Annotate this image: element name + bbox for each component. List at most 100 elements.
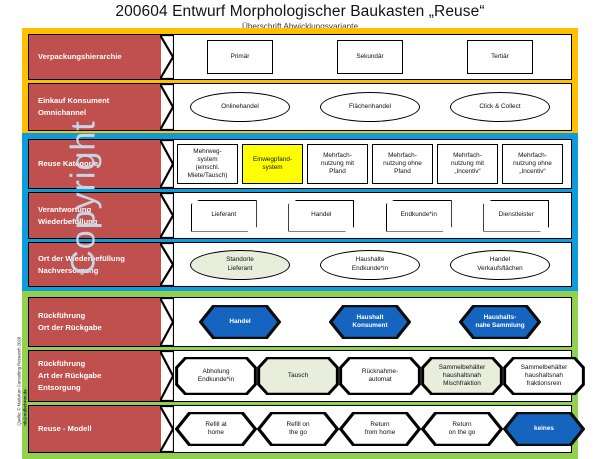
row-label-line: Omnichannel — [38, 108, 87, 117]
source-credit-line1: Quelle: © NuduKon Consulting Research 20… — [16, 336, 22, 426]
chevron-notch-icon — [160, 193, 174, 238]
node-label: Click & Collect — [479, 102, 521, 110]
diagram-node[interactable]: keines — [503, 412, 585, 446]
row-label-line: Reuse Kategorie — [38, 159, 98, 168]
diagram-node[interactable]: Handel — [288, 199, 355, 232]
node-label: keines — [534, 424, 554, 432]
node-label: Lieferant — [211, 211, 237, 219]
row-label-line: Verpackungshierarchie — [38, 52, 122, 61]
diagram-node[interactable]: Primär — [207, 40, 273, 74]
diagram-node[interactable]: Tertiär — [467, 40, 533, 74]
diagram-node[interactable]: Einwegpfand-system — [242, 144, 303, 184]
node-label: Rücknahme-automat — [361, 367, 399, 383]
node-label: Sekundär — [356, 52, 384, 60]
row-label-line: Art der Rückgabe — [38, 371, 102, 380]
group-blue: Reuse Kategorie Mehrweg-system(einschl.Mi… — [22, 133, 578, 293]
row-label-line: Einkauf Konsument — [38, 96, 110, 105]
row-label-line: Ort der Rückgabe — [38, 323, 102, 332]
diagram-node[interactable]: Mehrfach-nutzung mit„Incentiv“ — [437, 144, 498, 184]
node-label: Primär — [230, 52, 250, 60]
node-label: Tausch — [287, 371, 309, 379]
hexagon-shape — [459, 305, 541, 339]
row-content: Lieferant Handel Endkunde*in Dienstleister — [160, 193, 571, 238]
diagram-node[interactable]: Onlinehandel — [190, 92, 290, 122]
row-label: Verpackungshierarchie — [29, 35, 161, 79]
node-label: Dienstleister — [498, 211, 534, 219]
row-content: Mehrweg-system(einschl.Miete/Tausch) Einw… — [160, 140, 571, 188]
row-label-line: Nachversorgung — [38, 265, 99, 275]
row-label-line: Rückführung — [38, 359, 86, 368]
diagram-node[interactable]: Click & Collect — [450, 92, 550, 122]
diagram-node[interactable]: Dienstleister — [483, 199, 550, 232]
diagram-node[interactable]: Handel — [199, 305, 281, 339]
page-subtitle: Überschrift Abwicklungsvariante — [241, 22, 359, 31]
chevron-notch-icon — [160, 243, 174, 286]
row-label-line: Wiederbefüllung — [38, 216, 98, 226]
diagram-node[interactable]: Mehrweg-system(einschl.Miete/Tausch) — [177, 144, 238, 184]
octagon-shape — [257, 357, 339, 395]
node-label: Mehrfach-nutzung mit„Incentiv“ — [450, 151, 485, 176]
title-area: 200604 Entwurf Morphologischer Baukasten… — [0, 0, 600, 32]
hexagon-shape — [421, 412, 503, 446]
diagram-node[interactable]: Sekundär — [337, 40, 403, 74]
diagram-node[interactable]: Flächenhandel — [320, 92, 420, 122]
octagon-shape — [175, 357, 257, 395]
diagram-node[interactable]: Mehrfach-nutzung ohne„Incentiv“ — [502, 144, 563, 184]
chevron-notch-icon — [160, 84, 174, 130]
row-label-line: Ort der Wiederbefüllung — [38, 253, 125, 263]
octagon-shape — [339, 357, 421, 395]
diagram-node[interactable]: Tausch — [257, 357, 339, 395]
node-label: Tertiär — [491, 52, 509, 60]
node-label: Onlinehandel — [221, 102, 259, 110]
diagram-node[interactable]: Endkunde*in — [385, 199, 452, 232]
chevron-notch-icon — [160, 35, 174, 79]
row-label-line: Reuse - Modell — [38, 424, 92, 433]
page-title: 200604 Entwurf Morphologischer Baukasten… — [115, 3, 485, 20]
hexagon-shape — [503, 412, 585, 446]
diagram-node[interactable]: Haushalts-nahe Sammlung — [459, 305, 541, 339]
source-credit: Quelle: © NuduKon Consulting Research 20… — [16, 330, 27, 426]
chevron-notch-icon — [160, 406, 174, 452]
diagram-node[interactable]: Rücknahme-automat — [339, 357, 421, 395]
node-label: Mehrweg-system(einschl.Miete/Tausch) — [187, 147, 228, 180]
octagon-shape — [503, 357, 585, 395]
node-label: Mehrfach-nutzung ohne„Incentiv“ — [513, 151, 552, 176]
node-label: Endkunde*in — [400, 211, 437, 219]
diagram-node[interactable]: Lieferant — [190, 199, 257, 232]
source-credit-line2: nk@nulbchron.de — [22, 389, 27, 426]
node-label: Haushalts-nahe Sammlung — [475, 313, 525, 329]
row-label-line: Rückführung — [38, 311, 86, 320]
